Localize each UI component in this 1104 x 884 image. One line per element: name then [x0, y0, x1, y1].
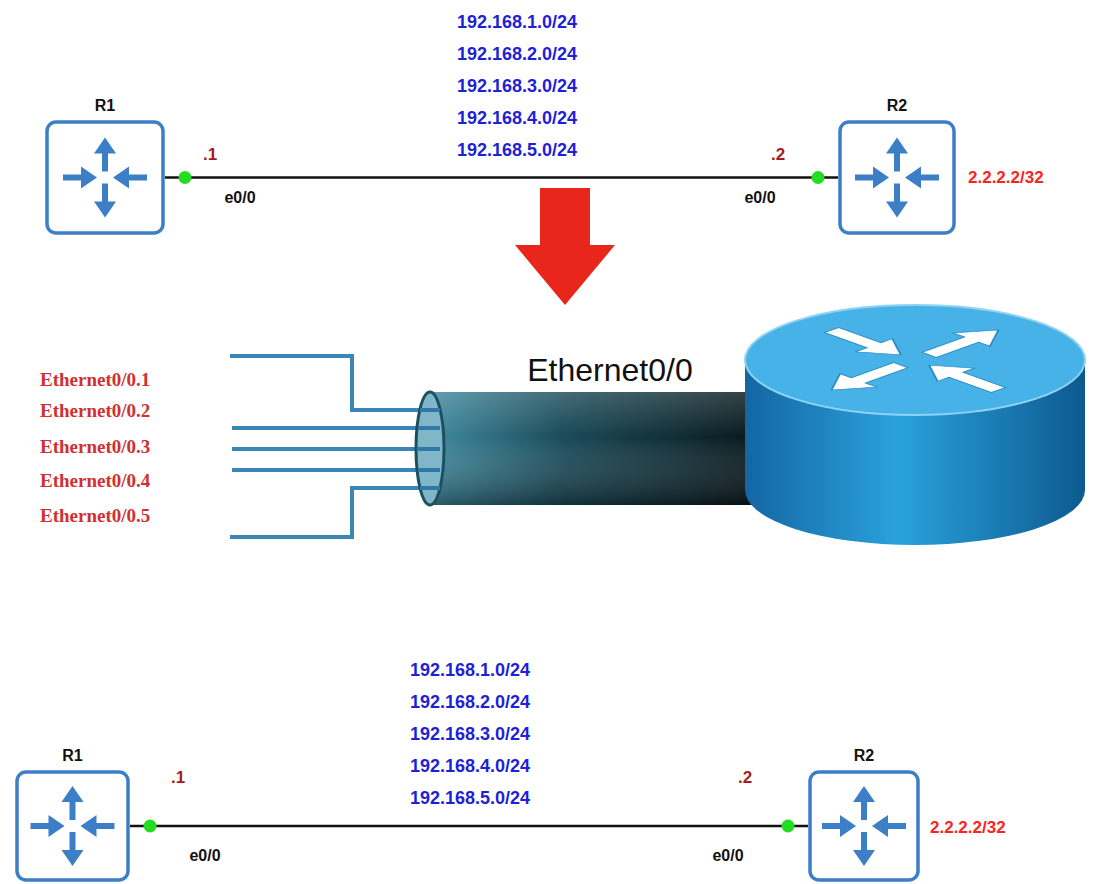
router-icon [45, 120, 165, 235]
router-node: R1 [15, 746, 130, 882]
loopback-address: 2.2.2.2/32 [968, 168, 1044, 188]
subinterface-label: Ethernet0/0.4 [40, 470, 150, 492]
subnet-label: 192.168.4.0/24 [457, 108, 577, 129]
interface-dot [782, 820, 795, 833]
interface-name: e0/0 [189, 847, 220, 865]
interface-dot [812, 171, 825, 184]
subinterface-label: Ethernet0/0.5 [40, 505, 150, 527]
subnet-label: 192.168.1.0/24 [457, 12, 577, 33]
subnet-label: 192.168.4.0/24 [410, 756, 530, 777]
interface-address: .2 [738, 768, 752, 788]
interface-dot [144, 820, 157, 833]
subnet-label: 192.168.3.0/24 [457, 76, 577, 97]
subnet-label: 192.168.2.0/24 [410, 692, 530, 713]
link-line [165, 176, 838, 179]
router-name: R2 [887, 96, 907, 120]
interface-name: e0/0 [744, 189, 775, 207]
router-name: R1 [62, 746, 82, 770]
loopback-address: 2.2.2.2/32 [930, 818, 1006, 838]
down-arrow [515, 188, 615, 305]
subnet-label: 192.168.5.0/24 [457, 140, 577, 161]
link-line [130, 825, 808, 828]
interface-name: e0/0 [224, 189, 255, 207]
subnet-label: 192.168.2.0/24 [457, 44, 577, 65]
router-icon [808, 770, 920, 882]
router-name: R2 [854, 746, 874, 770]
subnet-label: 192.168.3.0/24 [410, 724, 530, 745]
subnet-label: 192.168.5.0/24 [410, 788, 530, 809]
subinterface-label: Ethernet0/0.2 [40, 400, 150, 422]
interface-name: e0/0 [712, 847, 743, 865]
router-3d [745, 305, 1085, 545]
subinterface-wires [230, 356, 440, 537]
subinterface-label: Ethernet0/0.1 [40, 369, 150, 391]
router-node: R2 [808, 746, 920, 882]
router-name: R1 [95, 96, 115, 120]
interface-title: Ethernet0/0 [527, 352, 692, 389]
router-icon [15, 770, 130, 882]
interface-address: .1 [203, 145, 217, 165]
interface-address: .1 [171, 768, 185, 788]
router-node: R2 [838, 96, 956, 235]
subnet-label: 192.168.1.0/24 [410, 660, 530, 681]
interface-address: .2 [771, 145, 785, 165]
interface-dot [179, 171, 192, 184]
router-icon [838, 120, 956, 235]
router-node: R1 [45, 96, 165, 235]
subinterface-label: Ethernet0/0.3 [40, 436, 150, 458]
